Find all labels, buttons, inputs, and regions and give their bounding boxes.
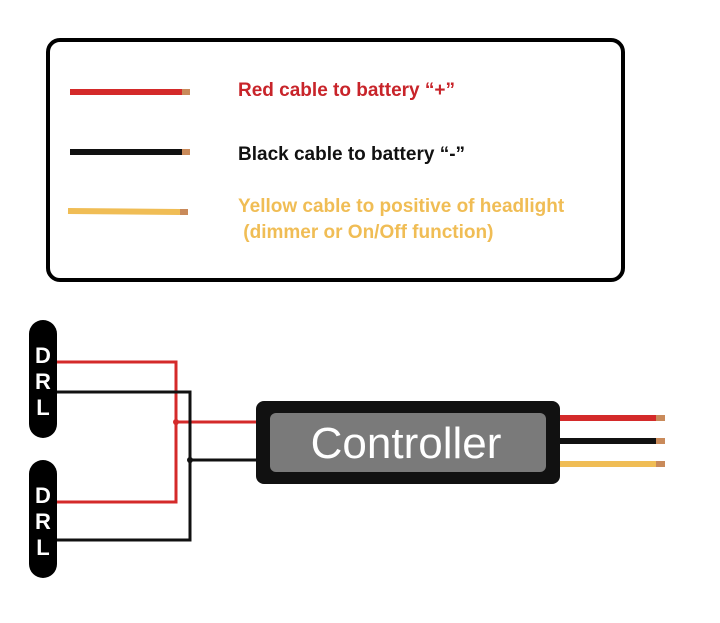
drl-letter: L bbox=[36, 395, 49, 420]
controller: Controller bbox=[256, 401, 560, 484]
legend-label-yellow-line2: (dimmer or On/Off function) bbox=[238, 222, 493, 243]
red-junction bbox=[173, 419, 179, 425]
red-wire-bottom bbox=[56, 422, 178, 504]
black-wire-bottom bbox=[56, 460, 192, 542]
black-wire-top bbox=[56, 390, 258, 462]
drl-unit-2: D R L bbox=[29, 460, 57, 578]
drl-unit-body bbox=[29, 460, 57, 578]
legend-label-black: Black cable to battery “-” bbox=[238, 144, 465, 165]
legend-label-red: Red cable to battery “+” bbox=[238, 80, 455, 101]
legend: Red cable to battery “+” Black cable to … bbox=[46, 38, 625, 282]
legend-item-red: Red cable to battery “+” bbox=[70, 80, 455, 101]
controller-panel bbox=[270, 413, 546, 472]
drl-unit-1: D R L bbox=[29, 320, 57, 438]
black-junction bbox=[187, 457, 193, 463]
drl-letter: D bbox=[35, 343, 51, 368]
yellow-cable-swatch bbox=[67, 208, 181, 215]
controller-label: Controller bbox=[311, 419, 502, 468]
legend-box bbox=[46, 38, 625, 282]
drl-letter: R bbox=[35, 509, 51, 534]
drl-letter: D bbox=[35, 483, 51, 508]
legend-item-yellow: Yellow cable to positive of headlight (d… bbox=[67, 196, 565, 243]
legend-label-yellow: Yellow cable to positive of headlight bbox=[238, 196, 565, 217]
drl-unit-body bbox=[29, 320, 57, 438]
drl-letter: R bbox=[35, 369, 51, 394]
wiring bbox=[56, 360, 665, 542]
legend-item-black: Black cable to battery “-” bbox=[70, 144, 465, 165]
drl-letter: L bbox=[36, 535, 49, 560]
